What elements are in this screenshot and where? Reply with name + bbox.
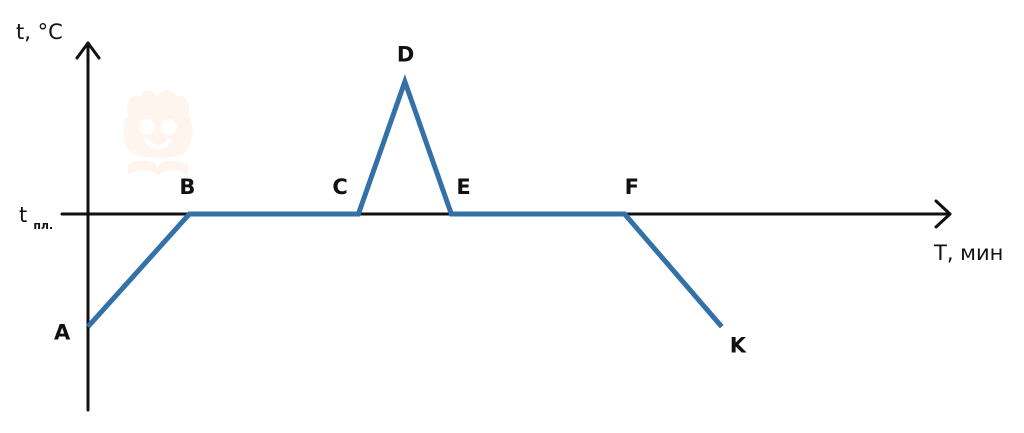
point-label-a: A [54, 321, 71, 345]
point-label-d: D [397, 43, 414, 67]
y-axis-arrow-icon [75, 41, 101, 60]
point-label-b: B [179, 175, 195, 199]
y-tick-sub: пл. [33, 219, 53, 232]
temperature-series-line [86, 74, 724, 329]
point-label-k: K [730, 334, 747, 358]
y-tick-label: t пл. [19, 203, 53, 232]
series-layer [86, 74, 724, 329]
x-axis-arrow-icon [934, 199, 952, 229]
y-tick-main: t [19, 203, 27, 227]
axes [60, 41, 952, 412]
x-axis-label: T, мин [933, 241, 1003, 265]
point-label-f: F [625, 175, 639, 199]
watermark-logo [123, 90, 193, 176]
bear-book-logo-icon [123, 90, 193, 176]
point-labels: A B C D E F K [54, 43, 747, 358]
y-axis-label: t, °C [16, 20, 63, 44]
point-label-e: E [456, 175, 470, 199]
point-label-c: C [332, 175, 347, 199]
